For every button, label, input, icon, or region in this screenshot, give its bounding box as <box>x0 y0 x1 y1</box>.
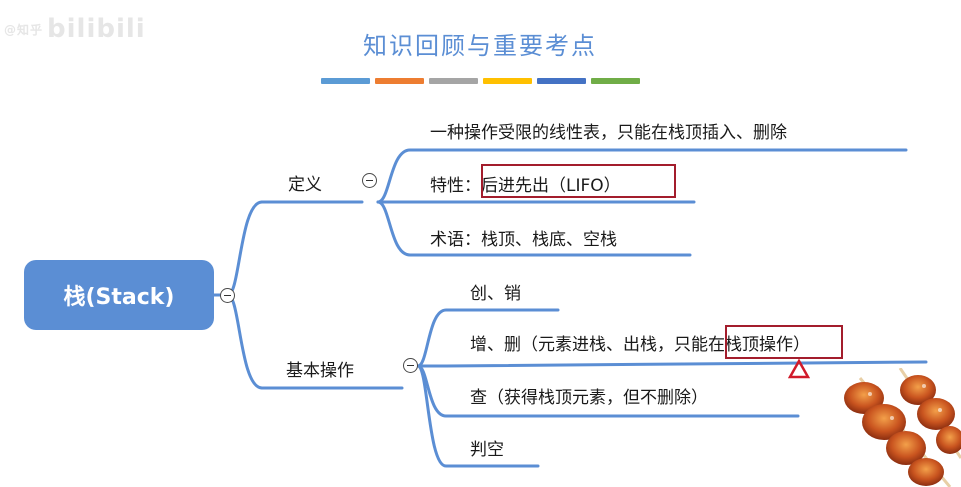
connector-op-2 <box>418 362 926 366</box>
skewer-food-image <box>840 368 961 487</box>
connector-root-definition <box>214 202 262 295</box>
definition-collapse-toggle[interactable] <box>362 173 377 188</box>
definition-item-1[interactable]: 一种操作受限的线性表，只能在栈顶插入、删除 <box>430 118 787 143</box>
warning-triangle-icon <box>788 359 810 379</box>
operation-item-1[interactable]: 创、销 <box>470 279 521 304</box>
branch-operations[interactable]: 基本操作 <box>286 356 354 381</box>
root-node-stack[interactable]: 栈(Stack) <box>24 260 214 330</box>
operations-collapse-toggle[interactable] <box>403 358 418 373</box>
highlight-lifo <box>481 164 676 198</box>
definition-item-3[interactable]: 术语：栈顶、栈底、空栈 <box>430 225 617 250</box>
highlight-top-only <box>725 325 843 359</box>
connector-root-operations <box>228 295 262 388</box>
root-collapse-toggle[interactable] <box>220 288 235 303</box>
operation-item-4[interactable]: 判空 <box>470 435 504 460</box>
operation-item-3[interactable]: 查（获得栈顶元素，但不删除） <box>470 383 708 408</box>
branch-definition[interactable]: 定义 <box>288 170 322 195</box>
